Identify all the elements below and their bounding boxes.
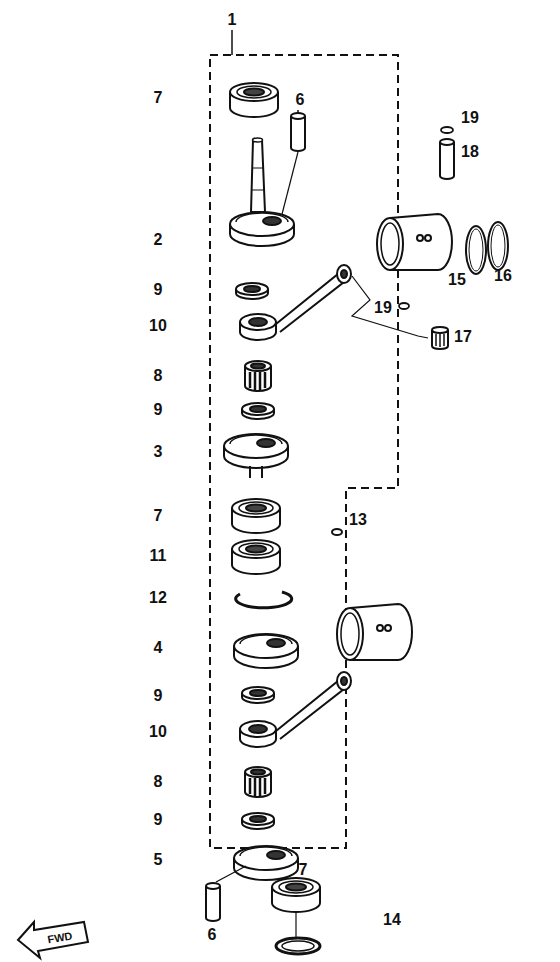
callout-number: 7	[154, 90, 163, 106]
callout-number: 18	[461, 144, 479, 160]
callout-number: 2	[154, 232, 163, 248]
callout-number: 13	[349, 512, 367, 528]
callout-number: 17	[454, 329, 472, 345]
callout-number: 19	[461, 110, 479, 126]
callout-number: 8	[154, 774, 163, 790]
callout-number: 5	[154, 852, 163, 868]
callout-number: 6	[208, 927, 217, 943]
callout-number: 7	[299, 862, 308, 878]
callout-number: 9	[154, 282, 163, 298]
callout-number: 9	[154, 402, 163, 418]
callout-number: 16	[494, 268, 512, 284]
callout-number: 10	[149, 724, 167, 740]
callout-number: 9	[154, 688, 163, 704]
callout-number: 4	[154, 640, 163, 656]
callout-number: 3	[154, 444, 163, 460]
callout-number: 7	[154, 508, 163, 524]
callout-number: 10	[149, 318, 167, 334]
callout-number: 12	[149, 590, 167, 606]
callout-number: 1	[228, 12, 237, 28]
callout-number: 9	[154, 812, 163, 828]
callout-number: 6	[296, 92, 305, 108]
callout-number: 8	[154, 368, 163, 384]
callout-number: 11	[150, 548, 167, 564]
callout-number: 15	[448, 272, 466, 288]
callout-number: 14	[383, 912, 401, 928]
callout-number: 19	[374, 300, 392, 316]
